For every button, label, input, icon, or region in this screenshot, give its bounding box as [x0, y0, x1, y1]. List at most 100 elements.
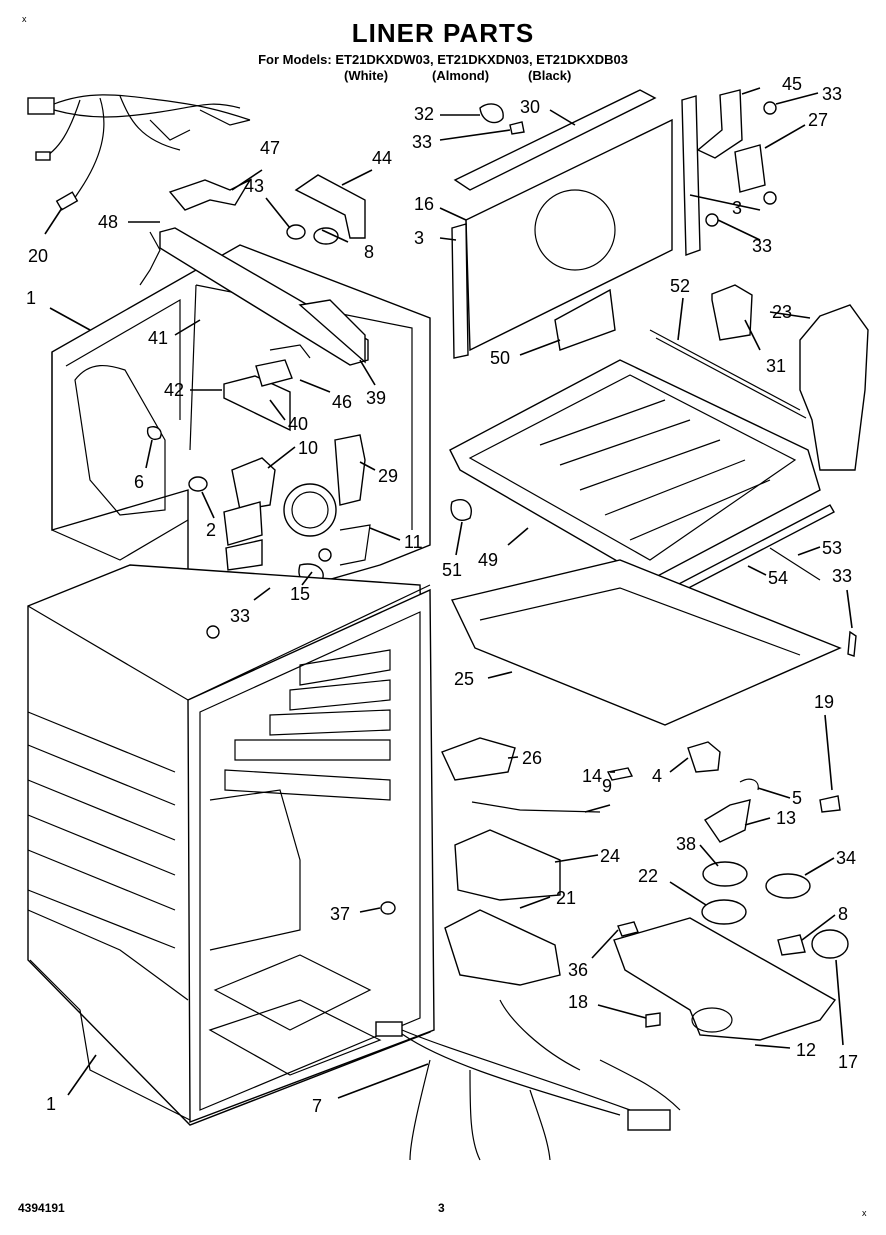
- strip-3-left: [451, 223, 469, 359]
- part-23: [799, 304, 869, 471]
- callout-53: 53: [822, 538, 842, 558]
- callout-44: 44: [372, 148, 392, 168]
- part-10-housing: [231, 457, 276, 511]
- callout-15: 15: [290, 584, 310, 604]
- part-8-lower: [777, 934, 806, 956]
- callout-11: 11: [404, 532, 423, 552]
- part-24: [454, 829, 561, 901]
- part-8-upper: [313, 227, 339, 245]
- callout-24: 24: [600, 846, 620, 866]
- callout-33: 33: [230, 606, 250, 626]
- rod-53: [769, 547, 821, 581]
- part-47: [168, 178, 252, 211]
- callout-9: 9: [602, 776, 612, 796]
- part-43: [286, 224, 306, 240]
- part-29: [334, 434, 366, 506]
- part-30: [453, 89, 657, 191]
- callout-31: 31: [766, 356, 786, 376]
- part-19: [819, 795, 841, 813]
- part-21: [444, 909, 561, 986]
- callout-23: 23: [772, 302, 792, 322]
- callout-5: 5: [792, 788, 802, 808]
- callout-8: 8: [364, 242, 374, 262]
- part-37: [380, 901, 396, 915]
- callout-4: 4: [652, 766, 662, 786]
- wiring-harness-lower: [375, 999, 681, 1161]
- part-39: [298, 299, 366, 364]
- part-5: [739, 778, 759, 791]
- wiring-harness-upper: [27, 94, 251, 211]
- callout-43: 43: [244, 176, 264, 196]
- callout-36: 36: [568, 960, 588, 980]
- callout-1: 1: [46, 1094, 56, 1114]
- part-26: [441, 737, 516, 781]
- callout-3: 3: [732, 198, 742, 218]
- part-9: [471, 801, 601, 813]
- callout-18: 18: [568, 992, 588, 1012]
- part-38: [702, 861, 748, 887]
- bar-41: [159, 227, 369, 366]
- part-12: [613, 917, 837, 1041]
- callout-3: 3: [414, 228, 424, 248]
- color-white: (White): [344, 68, 389, 83]
- strip-3-right: [681, 95, 701, 256]
- part-2: [223, 501, 263, 546]
- corner-mark-top: x: [22, 14, 27, 24]
- callout-38: 38: [676, 834, 696, 854]
- part-32: [479, 103, 504, 124]
- callout-12: 12: [796, 1040, 816, 1060]
- part-27: [734, 144, 766, 193]
- callout-50: 50: [490, 348, 510, 368]
- part-14: [606, 767, 634, 781]
- color-almond: (Almond): [432, 68, 490, 83]
- part-22: [701, 899, 747, 925]
- cover-25: [450, 559, 842, 726]
- part-33-screw: [509, 121, 525, 135]
- part-6: [146, 426, 162, 440]
- page-title: LINER PARTS: [351, 18, 535, 48]
- callout-8: 8: [838, 904, 848, 924]
- callout-46: 46: [332, 392, 352, 412]
- part-18: [645, 1012, 661, 1028]
- callout-16: 16: [414, 194, 434, 214]
- models-line: For Models: ET21DKXDW03, ET21DKXDN03, ET…: [258, 52, 628, 67]
- callout-47: 47: [260, 138, 280, 158]
- callout-14: 14: [582, 766, 602, 786]
- callout-13: 13: [776, 808, 796, 828]
- callout-54: 54: [768, 568, 788, 588]
- part-31: [711, 284, 753, 341]
- callout-41: 41: [148, 328, 168, 348]
- callout-33: 33: [412, 132, 432, 152]
- callout-1: 1: [26, 288, 36, 308]
- callout-22: 22: [638, 866, 658, 886]
- part-36: [617, 921, 639, 937]
- part-51: [450, 499, 472, 521]
- part-34: [765, 873, 811, 899]
- callout-7: 7: [312, 1096, 322, 1116]
- callout-labels: 45 33 32 30 27 33 47 44 43 16 3 48 3 33 …: [26, 74, 858, 1116]
- callout-34: 34: [836, 848, 856, 868]
- callout-29: 29: [378, 466, 398, 486]
- leader-lines: [44, 87, 853, 1099]
- callout-25: 25: [454, 669, 474, 689]
- rod-52: [649, 329, 801, 411]
- part-44: [294, 174, 366, 239]
- callout-32: 32: [414, 104, 434, 124]
- callout-21: 21: [556, 888, 576, 908]
- callout-45: 45: [782, 74, 802, 94]
- part-42: [223, 375, 291, 432]
- callout-33: 33: [752, 236, 772, 256]
- panel-16: [465, 118, 673, 352]
- part-40: [255, 359, 293, 387]
- callout-49: 49: [478, 550, 498, 570]
- document-number: 4394191: [18, 1201, 65, 1215]
- part-17: [811, 929, 849, 959]
- callout-42: 42: [164, 380, 184, 400]
- part-4: [687, 741, 721, 773]
- callout-6: 6: [134, 472, 144, 492]
- callout-30: 30: [520, 97, 540, 117]
- callout-10: 10: [298, 438, 318, 458]
- callout-17: 17: [838, 1052, 858, 1072]
- callout-33: 33: [822, 84, 842, 104]
- page-number: 3: [438, 1201, 445, 1215]
